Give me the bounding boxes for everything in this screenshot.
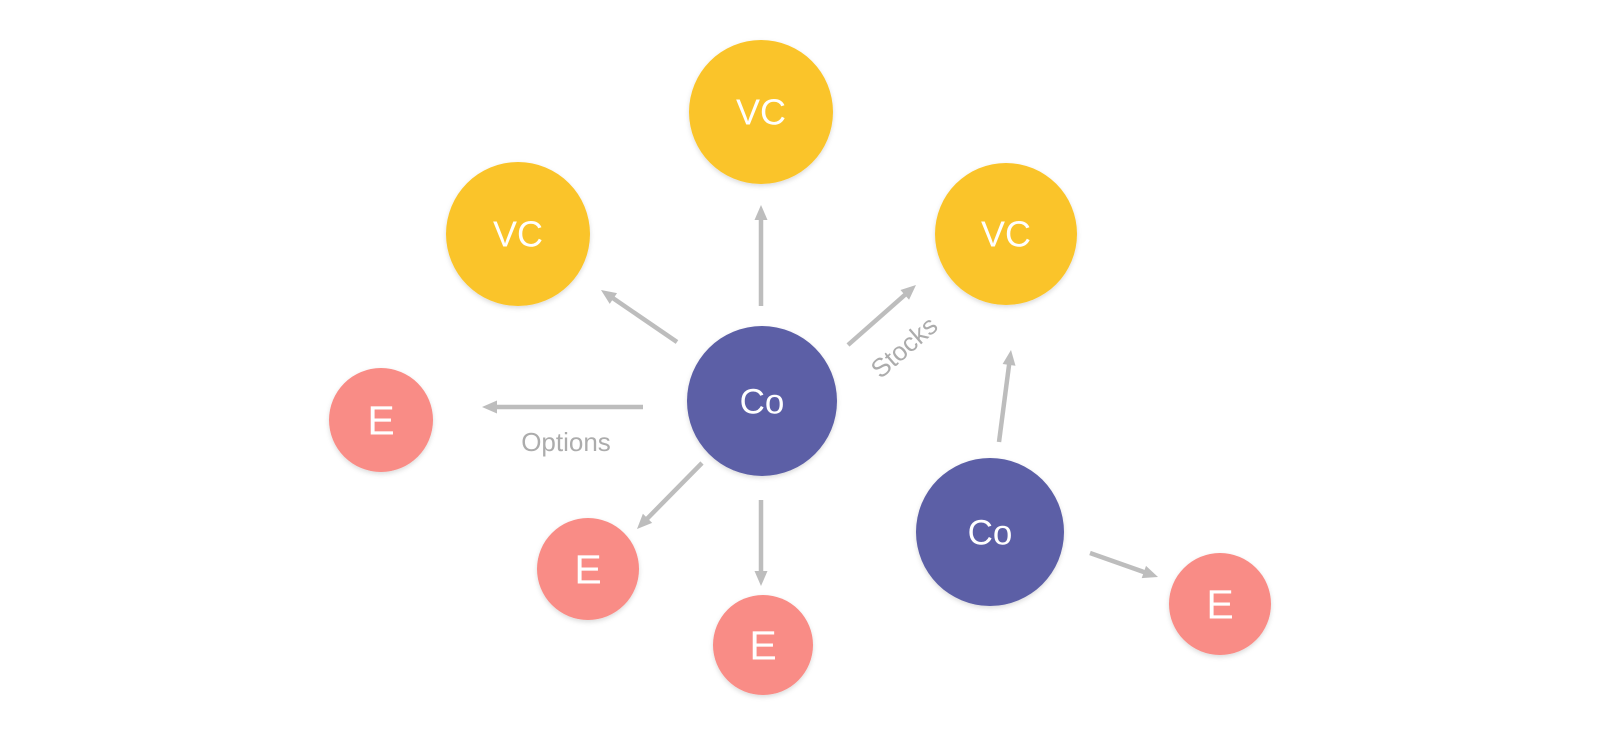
node-vc-left-circle — [446, 162, 590, 306]
edge-co-main-to-vc-right — [846, 285, 916, 347]
arrowhead-icon — [601, 290, 618, 304]
edge-co-main-to-vc-right-line — [846, 292, 907, 347]
node-e-left-label: E — [367, 397, 394, 443]
edge-co-right-to-vc-right-line — [996, 363, 1012, 443]
edge-co-main-to-vc-left — [601, 290, 679, 344]
edge-label-options: Options — [521, 427, 611, 457]
node-e-bottom-circle — [713, 595, 813, 695]
arrowhead-icon — [637, 513, 653, 529]
node-vc-top: VC — [689, 40, 833, 184]
node-e-left: E — [329, 368, 433, 472]
arrowhead-icon — [1141, 565, 1158, 579]
node-e-bottom-left: E — [537, 518, 639, 620]
arrowhead-icon — [900, 285, 916, 300]
node-e-bottom: E — [713, 595, 813, 695]
edge-co-right-to-vc-right — [996, 350, 1016, 443]
node-vc-top-label: VC — [736, 92, 786, 133]
node-vc-left: VC — [446, 162, 590, 306]
node-e-left-circle — [329, 368, 433, 472]
node-vc-right: VC — [935, 163, 1077, 305]
node-co-main: Co — [687, 326, 837, 476]
node-co-right: Co — [916, 458, 1064, 606]
edge-co-main-to-e-bottom — [754, 500, 768, 586]
edges-layer — [482, 205, 1158, 586]
edge-co-main-to-vc-left-line — [611, 296, 679, 344]
node-vc-top-circle — [689, 40, 833, 184]
node-co-right-label: Co — [968, 513, 1013, 552]
arrowhead-icon — [482, 400, 497, 414]
node-co-main-circle — [687, 326, 837, 476]
node-e-right-circle — [1169, 553, 1271, 655]
edge-co-main-to-vc-top — [754, 205, 768, 306]
node-vc-right-label: VC — [981, 214, 1031, 255]
edge-co-main-to-e-bottom-left — [637, 461, 704, 529]
node-e-right-label: E — [1206, 581, 1233, 627]
node-e-bottom-left-label: E — [574, 546, 601, 592]
edge-co-main-to-e-bottom-left-line — [645, 461, 704, 521]
edge-co-right-to-e-right-line — [1089, 550, 1146, 575]
edge-co-right-to-e-right — [1089, 550, 1158, 579]
node-e-bottom-left-circle — [537, 518, 639, 620]
edge-co-main-to-e-left — [482, 400, 643, 414]
node-co-right-circle — [916, 458, 1064, 606]
node-vc-left-label: VC — [493, 214, 543, 255]
arrowhead-icon — [754, 205, 768, 220]
node-co-main-label: Co — [740, 382, 785, 421]
node-e-right: E — [1169, 553, 1271, 655]
node-vc-right-circle — [935, 163, 1077, 305]
node-e-bottom-label: E — [749, 622, 776, 668]
arrowhead-icon — [1002, 350, 1016, 366]
arrowhead-icon — [754, 571, 768, 586]
